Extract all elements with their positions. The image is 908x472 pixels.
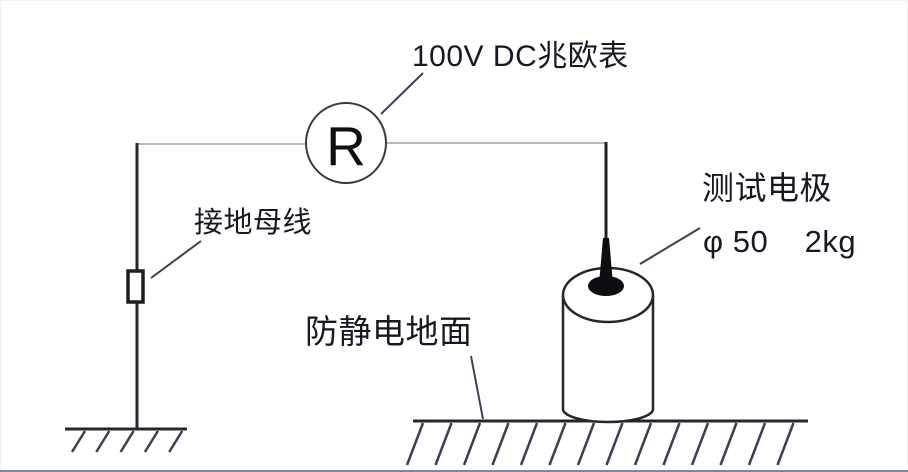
wires bbox=[135, 142, 608, 429]
label-ground-busbar: 接地母线 bbox=[194, 207, 313, 239]
earth-ground-symbol bbox=[65, 427, 187, 453]
ground-busbar-clamp bbox=[126, 269, 145, 304]
bottom-edge-line bbox=[0, 470, 908, 472]
ground-hatch-lines bbox=[70, 430, 184, 453]
label-anti-static-floor: 防静电地面 bbox=[305, 313, 473, 350]
test-electrode-cylinder bbox=[561, 238, 655, 424]
anti-static-floor bbox=[405, 419, 808, 466]
electrode-terminal bbox=[588, 276, 624, 296]
leader-busbar bbox=[150, 240, 202, 279]
cylinder-body bbox=[561, 296, 655, 424]
leader-meter bbox=[380, 72, 424, 115]
megohmmeter-circle bbox=[305, 102, 387, 184]
leader-electrode bbox=[639, 227, 701, 265]
leader-floor bbox=[470, 355, 484, 420]
label-megohmmeter: 100V DC兆欧表 bbox=[412, 40, 629, 73]
floor-hatch-lines bbox=[405, 422, 795, 466]
leader-lines bbox=[150, 72, 701, 420]
label-test-electrode: 测试电极 bbox=[702, 170, 833, 206]
electrode-probe-needle bbox=[599, 238, 613, 284]
label-electrode-spec: φ 50 2kg bbox=[703, 224, 857, 259]
meter-symbol-R: R bbox=[326, 115, 366, 177]
